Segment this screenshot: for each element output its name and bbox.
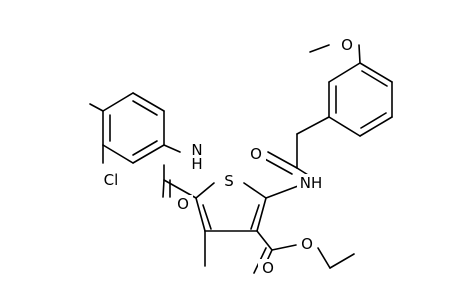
amide1-n-label: N bbox=[191, 141, 202, 159]
bond-co-amide1-a bbox=[162, 179, 165, 198]
bond-thio-c5-c4-inner bbox=[202, 204, 212, 230]
bond-ring2-3-inner bbox=[360, 112, 387, 129]
ester-ether-oxygen-label: O bbox=[301, 235, 313, 253]
bond-n-aryl bbox=[163, 144, 181, 153]
amide2-nh-label: NH bbox=[300, 174, 323, 192]
bond-ring1-6-inner bbox=[132, 140, 158, 156]
bond-ring2-6 bbox=[328, 62, 361, 83]
amide2-oxygen-label: O bbox=[250, 145, 262, 163]
ester-carbonyl-oxygen: O bbox=[258, 259, 278, 277]
bond-ring1-2-inner bbox=[132, 100, 158, 116]
bond-ring1-2 bbox=[132, 92, 165, 112]
amide1-oxygen-label: O bbox=[177, 195, 189, 213]
bond-ring1-methyl bbox=[89, 103, 104, 112]
bond-thio-c2-s bbox=[243, 182, 267, 199]
bond-thio-s-c5 bbox=[195, 182, 215, 199]
bond-thio-c3-c2-inner bbox=[250, 204, 260, 230]
ester-ether-oxygen: O bbox=[297, 235, 317, 253]
chloro-label: Cl bbox=[104, 171, 119, 189]
bond-co-amide2-a bbox=[267, 151, 298, 169]
bond-o-aryl bbox=[358, 44, 361, 64]
amide1-oxygen: O bbox=[173, 195, 193, 213]
bond-ring-ch2 bbox=[296, 116, 330, 135]
amide2-nh: NH bbox=[297, 174, 325, 192]
bond-ring1-3 bbox=[102, 92, 134, 112]
bond-ring2-3 bbox=[359, 116, 393, 137]
ester-carbonyl-oxygen-label: O bbox=[262, 259, 274, 277]
methoxy-oxygen: O bbox=[337, 36, 357, 54]
bond-ring2-1-inner bbox=[361, 70, 388, 87]
bond-thio-c5-c4 bbox=[195, 197, 206, 232]
bond-ethyl bbox=[329, 253, 355, 269]
atom-labels: O O NH S N H Cl O O bbox=[100, 36, 357, 277]
bond-ring2-4 bbox=[328, 116, 361, 137]
amide2-oxygen: O bbox=[246, 145, 266, 163]
bond-ring1-5 bbox=[102, 144, 134, 164]
bond-c3-ester-carbon bbox=[256, 230, 273, 251]
thiophene-sulfur: S bbox=[219, 172, 239, 190]
bond-ring1-6 bbox=[132, 144, 165, 164]
bond-ester-o-ch2 bbox=[317, 247, 331, 269]
bond-methyl-o bbox=[309, 44, 330, 53]
bond-nh-thiophene bbox=[265, 185, 299, 199]
bond-ring2-1 bbox=[359, 62, 393, 83]
amide1-h-label: H bbox=[191, 155, 202, 173]
bond-thio-c3-c2 bbox=[256, 197, 267, 232]
thiophene-sulfur-label: S bbox=[224, 172, 234, 190]
chloro: Cl bbox=[100, 171, 122, 189]
bond-co-amide2-b bbox=[262, 157, 293, 175]
bonds bbox=[89, 44, 393, 277]
amide1-n: N H bbox=[187, 141, 207, 174]
methoxy-oxygen-label: O bbox=[341, 36, 353, 54]
bond-ester-c-o bbox=[271, 244, 297, 251]
